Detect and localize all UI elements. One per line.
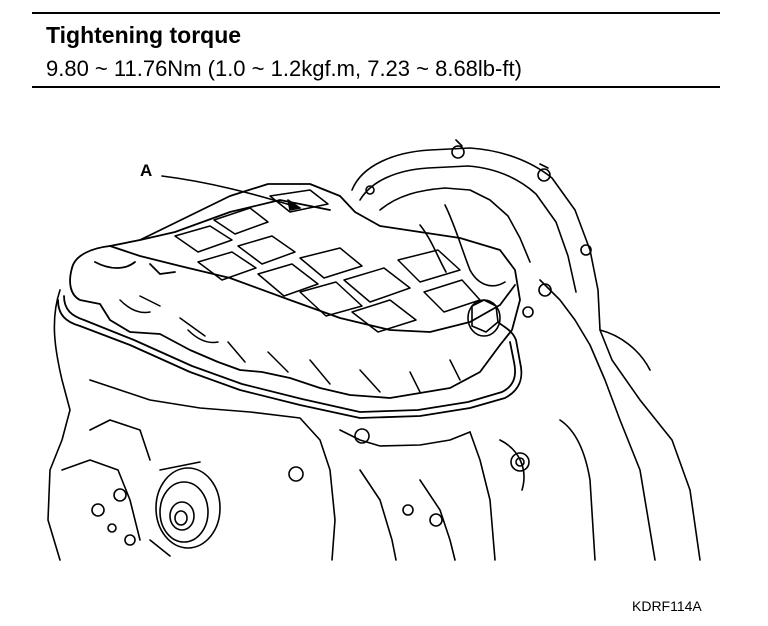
oil-pan-illustration <box>47 139 701 561</box>
crankshaft-pulley <box>149 461 221 557</box>
drain-plug <box>467 299 501 337</box>
engine-block <box>47 289 530 561</box>
transmission-housing <box>351 139 701 561</box>
callout-label-a: A <box>140 161 153 180</box>
oil-pan-flange <box>57 295 523 419</box>
oil-pan-body <box>69 183 521 399</box>
callout-arrow <box>161 175 301 211</box>
spec-value: 9.80 ~ 11.76Nm (1.0 ~ 1.2kgf.m, 7.23 ~ 8… <box>46 56 522 81</box>
oil-pan-ribs <box>119 189 481 393</box>
figure-code: KDRF114A <box>632 598 702 614</box>
torque-spec-box: Tightening torque 9.80 ~ 11.76Nm (1.0 ~ … <box>32 12 720 88</box>
spec-title: Tightening torque <box>46 22 242 48</box>
